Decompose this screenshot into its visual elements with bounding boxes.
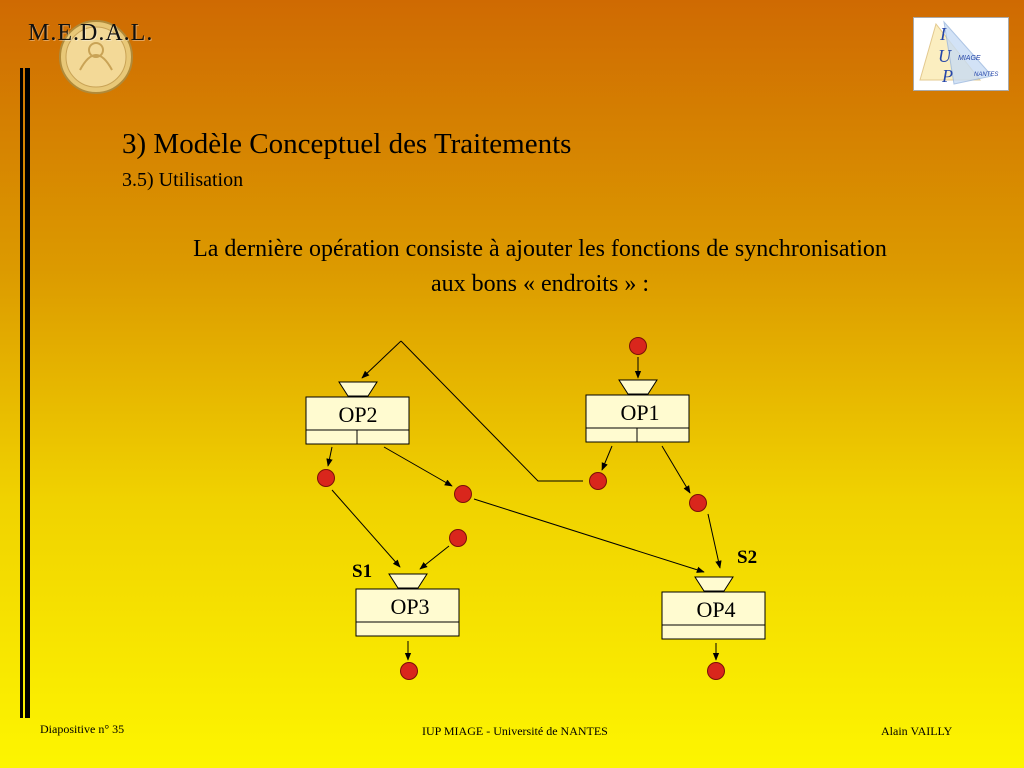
slide-title: 3) Modèle Conceptuel des Traitements: [122, 128, 572, 160]
logo-word-miage: MIAGE: [958, 55, 981, 62]
sync-trapezoid: [338, 381, 378, 397]
event-circle: [449, 529, 467, 547]
event-circle: [317, 469, 335, 487]
arrow-to-op3-b: [419, 545, 450, 570]
event-circle: [454, 485, 472, 503]
sync-label-s2: S2: [737, 547, 757, 568]
iup-logo: I U MIAGE P NANTES: [913, 17, 1009, 91]
operation-op3: OP3: [355, 573, 460, 637]
op-label: OP1: [620, 400, 659, 425]
arrow-to-op4-b: [707, 513, 722, 569]
operation-op4: OP4: [661, 576, 766, 640]
arrow-to-op4-a: [473, 498, 705, 573]
op-box: [355, 588, 460, 637]
op-box: [661, 591, 766, 640]
event-circle: [707, 662, 725, 680]
logo-letter-u: U: [938, 46, 952, 66]
logo-letter-p: P: [941, 66, 953, 86]
operation-op2: OP2: [305, 381, 410, 445]
arrow-to-op2: [361, 340, 402, 379]
arrow-to-op3-a: [331, 489, 401, 568]
op-label: OP3: [390, 594, 429, 619]
sync-trapezoid: [694, 576, 734, 592]
sync-label-s1: S1: [352, 561, 372, 582]
event-circle: [689, 494, 707, 512]
op-label: OP2: [338, 402, 377, 427]
logo-word-nantes: NANTES: [974, 72, 998, 78]
sync-trapezoid: [388, 573, 428, 589]
event-circle: [400, 662, 418, 680]
deck-title: M.E.D.A.L.: [28, 20, 154, 46]
arrow-op1-out2: [661, 445, 691, 494]
arrow-op2-out2: [383, 446, 453, 487]
footer-slide-number: Diapositive n° 35: [40, 722, 125, 736]
footer-institution: IUP MIAGE - Université de NANTES: [422, 724, 608, 738]
medal-seal-icon: [59, 20, 133, 94]
left-border-bar: [20, 68, 23, 718]
sync-trapezoid: [618, 379, 658, 395]
footer-author: Alain VAILLY: [881, 724, 953, 738]
op-label: OP4: [696, 597, 735, 622]
slide-subtitle: 3.5) Utilisation: [122, 169, 244, 191]
intro-text: La dernière opération consiste à ajouter…: [193, 236, 887, 297]
left-border-bar: [25, 68, 30, 718]
operation-op1: OP1: [585, 379, 690, 443]
connector-line: [400, 340, 583, 482]
event-circle: [589, 472, 607, 490]
logo-letter-i: I: [939, 24, 947, 44]
arrow-op1-out1: [601, 445, 613, 471]
iup-logo-icon: I U MIAGE P NANTES: [919, 20, 998, 86]
event-circle: [629, 337, 647, 355]
arrow-op2-out1: [326, 446, 333, 467]
